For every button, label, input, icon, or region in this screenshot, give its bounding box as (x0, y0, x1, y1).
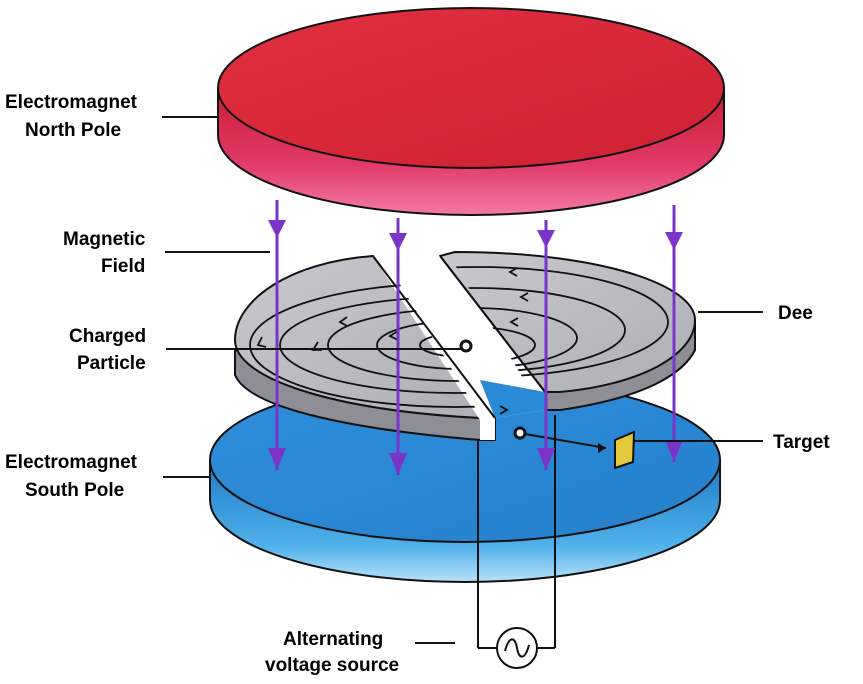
field-arrow-4 (665, 205, 683, 462)
leader-lines (162, 116, 763, 644)
field-arrow-2 (389, 218, 407, 475)
label-field-2: Field (101, 256, 145, 277)
label-dee: Dee (778, 303, 813, 324)
label-south-pole-1: Electromagnet (5, 452, 138, 473)
field-arrow-1 (268, 200, 286, 470)
label-north-pole-2: North Pole (25, 120, 121, 141)
label-north-pole-1: Electromagnet (5, 92, 138, 113)
label-particle-1: Charged (69, 326, 146, 347)
label-source-1: Alternating (283, 629, 383, 650)
dee-left (234, 255, 496, 441)
label-south-pole-2: South Pole (25, 480, 124, 501)
target-plate (614, 430, 636, 470)
circuit-wires (477, 415, 556, 649)
magnetic-field-arrows (268, 200, 683, 475)
exit-beam (513, 426, 607, 453)
labels: Electromagnet North Pole Magnetic Field … (5, 92, 830, 676)
north-pole-magnet (217, 7, 725, 216)
label-field-1: Magnetic (63, 229, 146, 250)
label-source-2: voltage source (265, 655, 399, 676)
ac-source-icon (496, 627, 538, 669)
dee-gap (372, 255, 546, 419)
label-target: Target (773, 432, 830, 453)
label-particle-2: Particle (77, 353, 146, 374)
field-arrow-3 (537, 220, 555, 470)
charged-particle (459, 339, 473, 353)
